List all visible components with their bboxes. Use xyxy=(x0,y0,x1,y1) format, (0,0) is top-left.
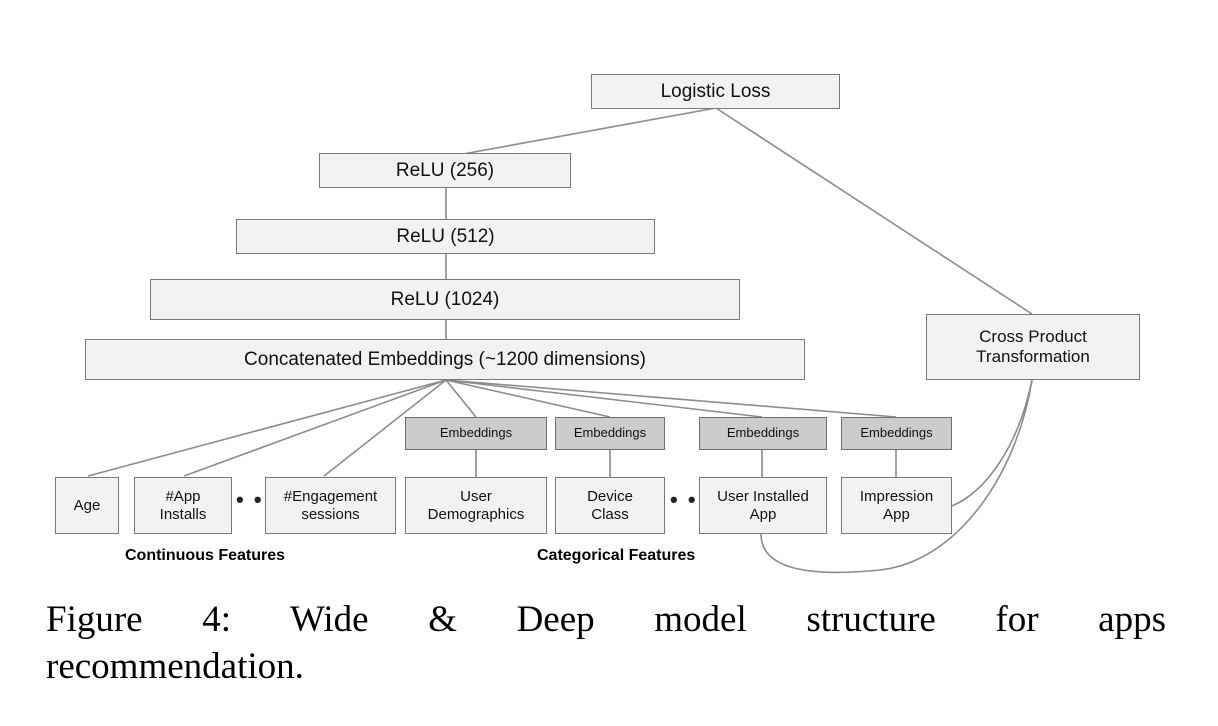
feature-app-installs-label: #App Installs xyxy=(159,488,207,523)
edge-concat-to-embedding-4 xyxy=(445,379,897,418)
group-label-categorical-features: Categorical Features xyxy=(537,547,696,564)
feature-engagement-sessions-label: #Engagement sessions xyxy=(283,488,378,523)
feature-device-class-label: Device Class xyxy=(587,488,633,523)
feature-engagement-sessions[interactable]: #Engagement sessions xyxy=(265,477,396,534)
node-relu-1024-label: ReLU (1024) xyxy=(390,288,500,310)
group-label-continuous-features: Continuous Features xyxy=(125,547,286,564)
edge-loss-to-relu256 xyxy=(451,107,717,157)
feature-user-demographics[interactable]: User Demographics xyxy=(405,477,547,534)
node-cross-product-transformation-label: Cross Product Transformation xyxy=(976,327,1090,366)
feature-impression-app[interactable]: Impression App xyxy=(841,477,952,534)
node-embedding-user-demographics[interactable]: Embeddings xyxy=(405,417,547,450)
node-relu-256[interactable]: ReLU (256) xyxy=(319,153,571,188)
node-concatenated-embeddings-label: Concatenated Embeddings (~1200 dimension… xyxy=(244,348,646,370)
node-embedding-2-label: Embeddings xyxy=(573,425,647,441)
node-relu-512[interactable]: ReLU (512) xyxy=(236,219,655,254)
edge-loss-to-crossproduct xyxy=(715,107,1033,315)
node-cross-product-transformation[interactable]: Cross Product Transformation xyxy=(926,314,1140,380)
feature-user-installed-app-label: User Installed App xyxy=(717,488,809,523)
feature-user-installed-app[interactable]: User Installed App xyxy=(699,477,827,534)
edge-concat-to-embedding-3 xyxy=(445,379,763,418)
feature-impression-app-label: Impression App xyxy=(859,488,934,523)
node-relu-256-label: ReLU (256) xyxy=(395,159,495,181)
node-embedding-1-label: Embeddings xyxy=(439,425,513,441)
figure-caption: Figure 4: Wide & Deep model structure fo… xyxy=(46,596,1166,691)
figure-caption-line-2: recommendation. xyxy=(46,646,304,688)
feature-age[interactable]: Age xyxy=(55,477,119,534)
feature-age-label: Age xyxy=(73,496,101,514)
figure-caption-line-1: Figure 4: Wide & Deep model structure fo… xyxy=(46,599,1166,640)
node-embedding-user-installed-app[interactable]: Embeddings xyxy=(699,417,827,450)
node-relu-1024[interactable]: ReLU (1024) xyxy=(150,279,740,320)
node-logistic-loss-label: Logistic Loss xyxy=(660,80,771,102)
node-concatenated-embeddings[interactable]: Concatenated Embeddings (~1200 dimension… xyxy=(85,339,805,380)
feature-app-installs[interactable]: #App Installs xyxy=(134,477,232,534)
edge-concat-to-age xyxy=(87,379,447,477)
edge-impression-app-to-crossproduct xyxy=(951,379,1033,507)
node-logistic-loss[interactable]: Logistic Loss xyxy=(591,74,840,109)
feature-user-demographics-label: User Demographics xyxy=(427,488,525,523)
node-embedding-device-class[interactable]: Embeddings xyxy=(555,417,665,450)
node-relu-512-label: ReLU (512) xyxy=(396,225,495,247)
edge-concat-to-embedding-2 xyxy=(445,379,611,418)
feature-device-class[interactable]: Device Class xyxy=(555,477,665,534)
edge-concat-to-embedding-1 xyxy=(445,379,477,418)
model-architecture-diagram: Logistic Loss ReLU (256) ReLU (512) ReLU… xyxy=(55,74,1140,574)
node-embedding-impression-app[interactable]: Embeddings xyxy=(841,417,952,450)
node-embedding-3-label: Embeddings xyxy=(726,425,800,441)
node-embedding-4-label: Embeddings xyxy=(860,425,933,441)
